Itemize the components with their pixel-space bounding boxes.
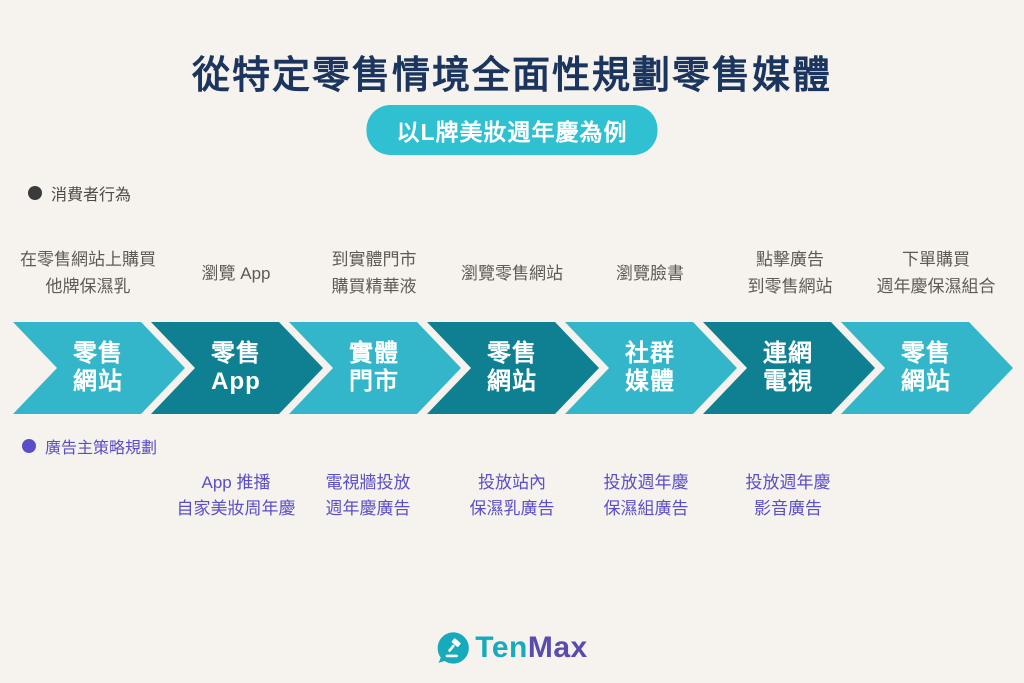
advertiser-section-text: 廣告主策略規劃 xyxy=(45,440,158,457)
subtitle-badge: 以L牌美妝週年慶為例 xyxy=(366,105,658,155)
consumer-section-text: 消費者行為 xyxy=(51,187,132,204)
behavior-line: 週年慶保濕組合 xyxy=(876,277,996,296)
stage-line: 網站 xyxy=(901,368,951,395)
behavior-line: 在零售網站上購買 xyxy=(20,250,156,269)
strategy-line: App 推播 xyxy=(201,473,271,492)
stage-line: App xyxy=(211,368,261,395)
strategy-line: 投放站內 xyxy=(478,473,546,492)
funnel-arrow-band: 零售 網站 零售 App 實體 門市 零售 網站 社群 媒體 連網 電視 零售 … xyxy=(0,322,1024,414)
logo-max-text: Max xyxy=(527,631,588,664)
behavior-line: 下單購買 xyxy=(902,250,970,269)
behavior-line: 點擊廣告 xyxy=(756,250,824,269)
behavior-item-6: 點擊廣告 到零售網站 xyxy=(748,244,833,302)
tenmax-logo: TenMax xyxy=(436,631,587,665)
stage-line: 零售 xyxy=(487,340,537,367)
strategy-item-2: 電視牆投放 週年慶廣告 xyxy=(326,470,411,522)
behavior-item-4: 瀏覽零售網站 xyxy=(461,244,563,302)
behavior-line: 瀏覽零售網站 xyxy=(461,263,563,283)
stage-arrow-retail-website-1: 零售 網站 xyxy=(13,322,185,414)
strategy-line: 保濕乳廣告 xyxy=(469,499,555,518)
strategy-item-1: App 推播 自家美妝周年慶 xyxy=(177,470,296,522)
strategy-item-3: 投放站內 保濕乳廣告 xyxy=(470,470,555,522)
stage-line: 零售 xyxy=(73,340,123,367)
strategy-item-4: 投放週年慶 保濕組廣告 xyxy=(604,470,689,522)
logo-ten-text: Ten xyxy=(475,631,528,664)
behavior-item-5: 瀏覽臉書 xyxy=(616,244,684,302)
behavior-line: 瀏覽 App xyxy=(201,263,271,283)
behavior-item-2: 瀏覽 App xyxy=(202,244,271,302)
advertiser-bullet-icon xyxy=(22,439,36,453)
stage-line: 零售 xyxy=(211,340,261,367)
strategy-line: 電視牆投放 xyxy=(325,473,411,492)
page-title: 從特定零售情境全面性規劃零售媒體 xyxy=(191,55,832,97)
stage-line: 網站 xyxy=(73,368,123,395)
strategy-item-5: 投放週年慶 影音廣告 xyxy=(746,470,831,522)
logo-wordmark: TenMax xyxy=(475,631,587,665)
consumer-bullet-icon xyxy=(28,186,42,200)
strategy-line: 保濕組廣告 xyxy=(603,499,689,518)
behavior-line: 瀏覽臉書 xyxy=(616,263,684,283)
behavior-item-3: 到實體門市 購買精華液 xyxy=(332,244,417,302)
behavior-item-7: 下單購買 週年慶保濕組合 xyxy=(877,244,996,302)
advertiser-strategy-section-label: 廣告主策略規劃 xyxy=(22,434,157,458)
stage-line: 零售 xyxy=(901,340,951,367)
stage-line: 電視 xyxy=(763,368,813,395)
consumer-behavior-section-label: 消費者行為 xyxy=(28,181,131,205)
strategy-line: 投放週年慶 xyxy=(603,473,689,492)
behavior-line: 到零售網站 xyxy=(747,277,833,296)
strategy-line: 投放週年慶 xyxy=(745,473,831,492)
gavel-icon xyxy=(436,631,470,665)
behavior-line: 到實體門市 xyxy=(331,250,417,269)
behavior-line: 他牌保濕乳 xyxy=(45,277,131,296)
stage-line: 社群 xyxy=(625,340,675,367)
behavior-line: 購買精華液 xyxy=(331,277,417,296)
strategy-line: 自家美妝周年慶 xyxy=(176,499,296,518)
stage-line: 門市 xyxy=(349,368,399,395)
stage-line: 連網 xyxy=(763,340,813,367)
strategy-line: 影音廣告 xyxy=(754,499,822,518)
strategy-line: 週年慶廣告 xyxy=(325,499,411,518)
stage-line: 實體 xyxy=(349,340,399,367)
stage-line: 媒體 xyxy=(625,368,675,395)
behavior-item-1: 在零售網站上購買 他牌保濕乳 xyxy=(20,244,156,302)
stage-line: 網站 xyxy=(487,368,537,395)
